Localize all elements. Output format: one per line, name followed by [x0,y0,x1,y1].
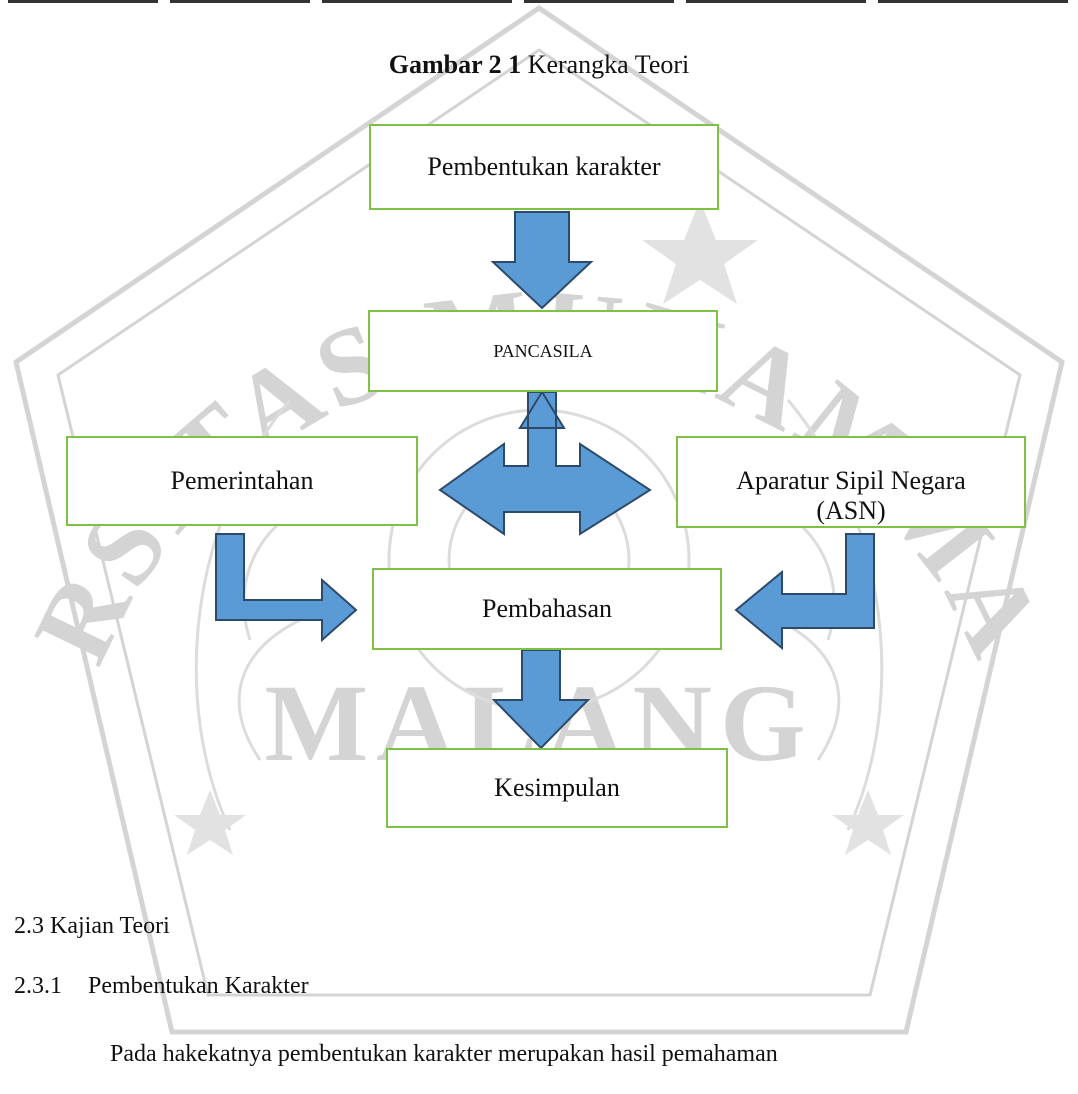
paragraph-first-line: Pada hakekatnya pembentukan karakter mer… [110,1041,778,1067]
asn-line-1: Aparatur Sipil Negara [736,466,966,495]
node-pancasila: PANCASILA [368,310,718,392]
arrow-left-elbow [215,533,358,643]
previous-text-fragment [0,0,1078,16]
star-left [174,790,246,855]
caption-title: Kerangka Teori [527,50,690,79]
pentagon-inner-outline [56,48,1022,997]
node-kesimpulan: Kesimpulan [386,748,728,828]
star-right [832,790,904,855]
asn-line-2: (ASN) [816,496,886,525]
subsection-heading: 2.3.1 Pembentukan Karakter [14,972,309,1000]
section-heading: 2.3 Kajian Teori [14,913,170,939]
arrow-right-elbow [734,533,875,651]
node-pembahasan: Pembahasan [372,568,722,650]
subsection-number: 2.3.1 [14,973,62,999]
node-pemerintahan: Pemerintahan [66,436,418,526]
pentagon-outline [13,4,1065,1035]
arrow-multi-direction [438,390,652,536]
arrow-down-1 [490,211,594,310]
arrow-down-2 [491,649,591,750]
node-aparatur-sipil-negara: Aparatur Sipil Negara (ASN) [676,436,1026,528]
subsection-title: Pembentukan Karakter [88,973,309,999]
figure-caption: Gambar 2 1 Kerangka Teori [0,50,1078,80]
star-top-right [642,200,758,304]
caption-label: Gambar 2 1 [388,50,522,79]
node-pembentukan-karakter: Pembentukan karakter [369,124,719,210]
